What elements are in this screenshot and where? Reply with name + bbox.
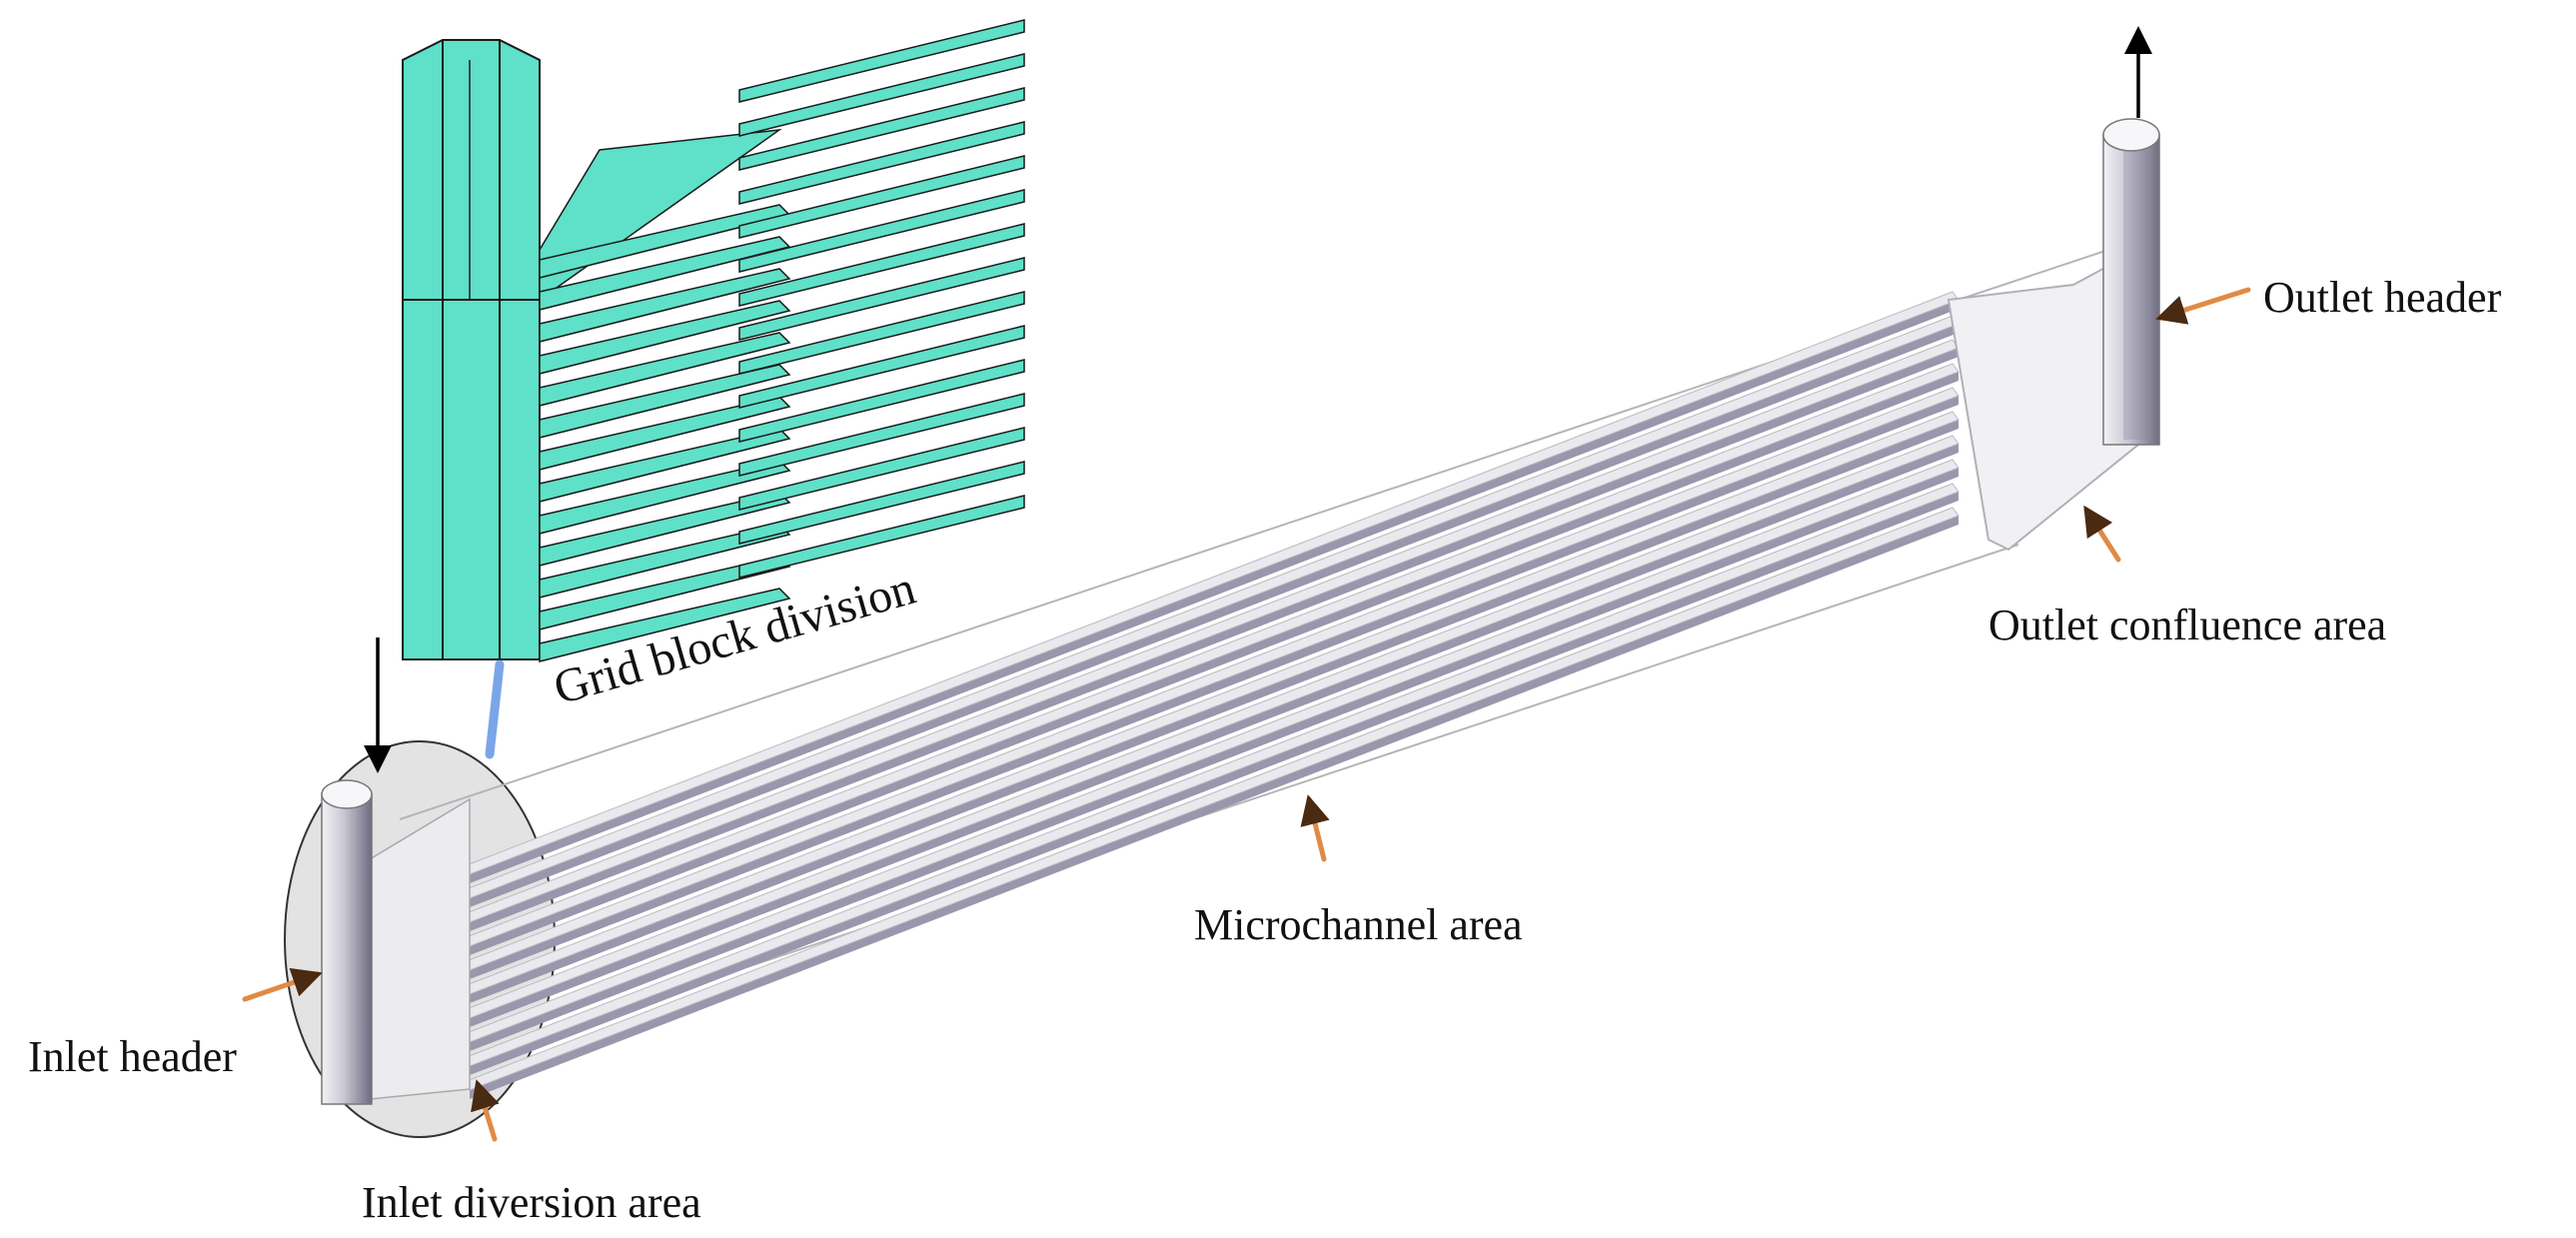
microchannel-group [463, 291, 1959, 1099]
microchannel-side [470, 324, 1958, 907]
mesh-fin [738, 257, 1025, 341]
mesh-diversion-plate [539, 524, 791, 599]
mesh-diversion-plate [539, 268, 791, 343]
mesh-fin [738, 223, 1025, 307]
mesh-fin [738, 121, 1025, 205]
microchannel-side [470, 396, 1958, 979]
mesh-diversion-plate [539, 492, 791, 567]
mesh-diversion-plate [539, 364, 791, 439]
mesh-fin [738, 461, 1025, 545]
mesh-diversion-plate [539, 396, 791, 471]
mesh-fin [738, 189, 1025, 273]
microchannel-area-label: Microchannel area [1194, 900, 1523, 949]
microchannel-side [470, 444, 1958, 1027]
mesh-fin [738, 495, 1025, 579]
mesh-diversion-plate [539, 460, 791, 535]
inlet-header-pointer [242, 967, 323, 1002]
callout-arrow [485, 659, 505, 759]
microchannel-side [470, 300, 1958, 883]
mesh-fin [738, 19, 1025, 103]
inlet-header-label: Inlet header [28, 1032, 237, 1081]
mesh-diversion-plate [539, 588, 791, 662]
outlet-header-pointer [2155, 287, 2251, 325]
mesh-fin [738, 325, 1025, 409]
outlet-header-cylinder [2102, 118, 2160, 446]
mesh-fin [738, 155, 1025, 239]
microchannel-side [470, 372, 1958, 955]
mesh-diversion-plate [539, 428, 791, 503]
inlet-header-cylinder [321, 779, 373, 1105]
outlet-confluence-area-label: Outlet confluence area [1988, 601, 2386, 649]
mesh-fin [738, 87, 1025, 171]
mesh-fin [738, 359, 1025, 443]
outlet-confluence-pointer [2083, 505, 2121, 563]
inlet-diversion-area-label: Inlet diversion area [362, 1178, 701, 1227]
mesh-fin [738, 53, 1025, 137]
microchannel-side [470, 516, 1958, 1099]
mesh-diversion-plate [539, 332, 791, 407]
mesh-fin [738, 393, 1025, 477]
mesh-fin [738, 427, 1025, 511]
microchannel-top [463, 483, 1959, 1067]
grid-block-mesh [402, 19, 1025, 662]
mesh-diversion-plate [539, 300, 791, 375]
microchannel-pointer [1300, 794, 1330, 862]
microchannel-side [470, 468, 1958, 1051]
microchannel-side [470, 348, 1958, 931]
inlet-diversion-pointer [471, 1079, 500, 1142]
mesh-diversion-plate [539, 556, 791, 630]
outlet-header-label: Outlet header [2263, 273, 2502, 322]
mesh-fin [738, 291, 1025, 375]
microchannel-side [470, 492, 1958, 1075]
microchannel-side [470, 420, 1958, 1003]
